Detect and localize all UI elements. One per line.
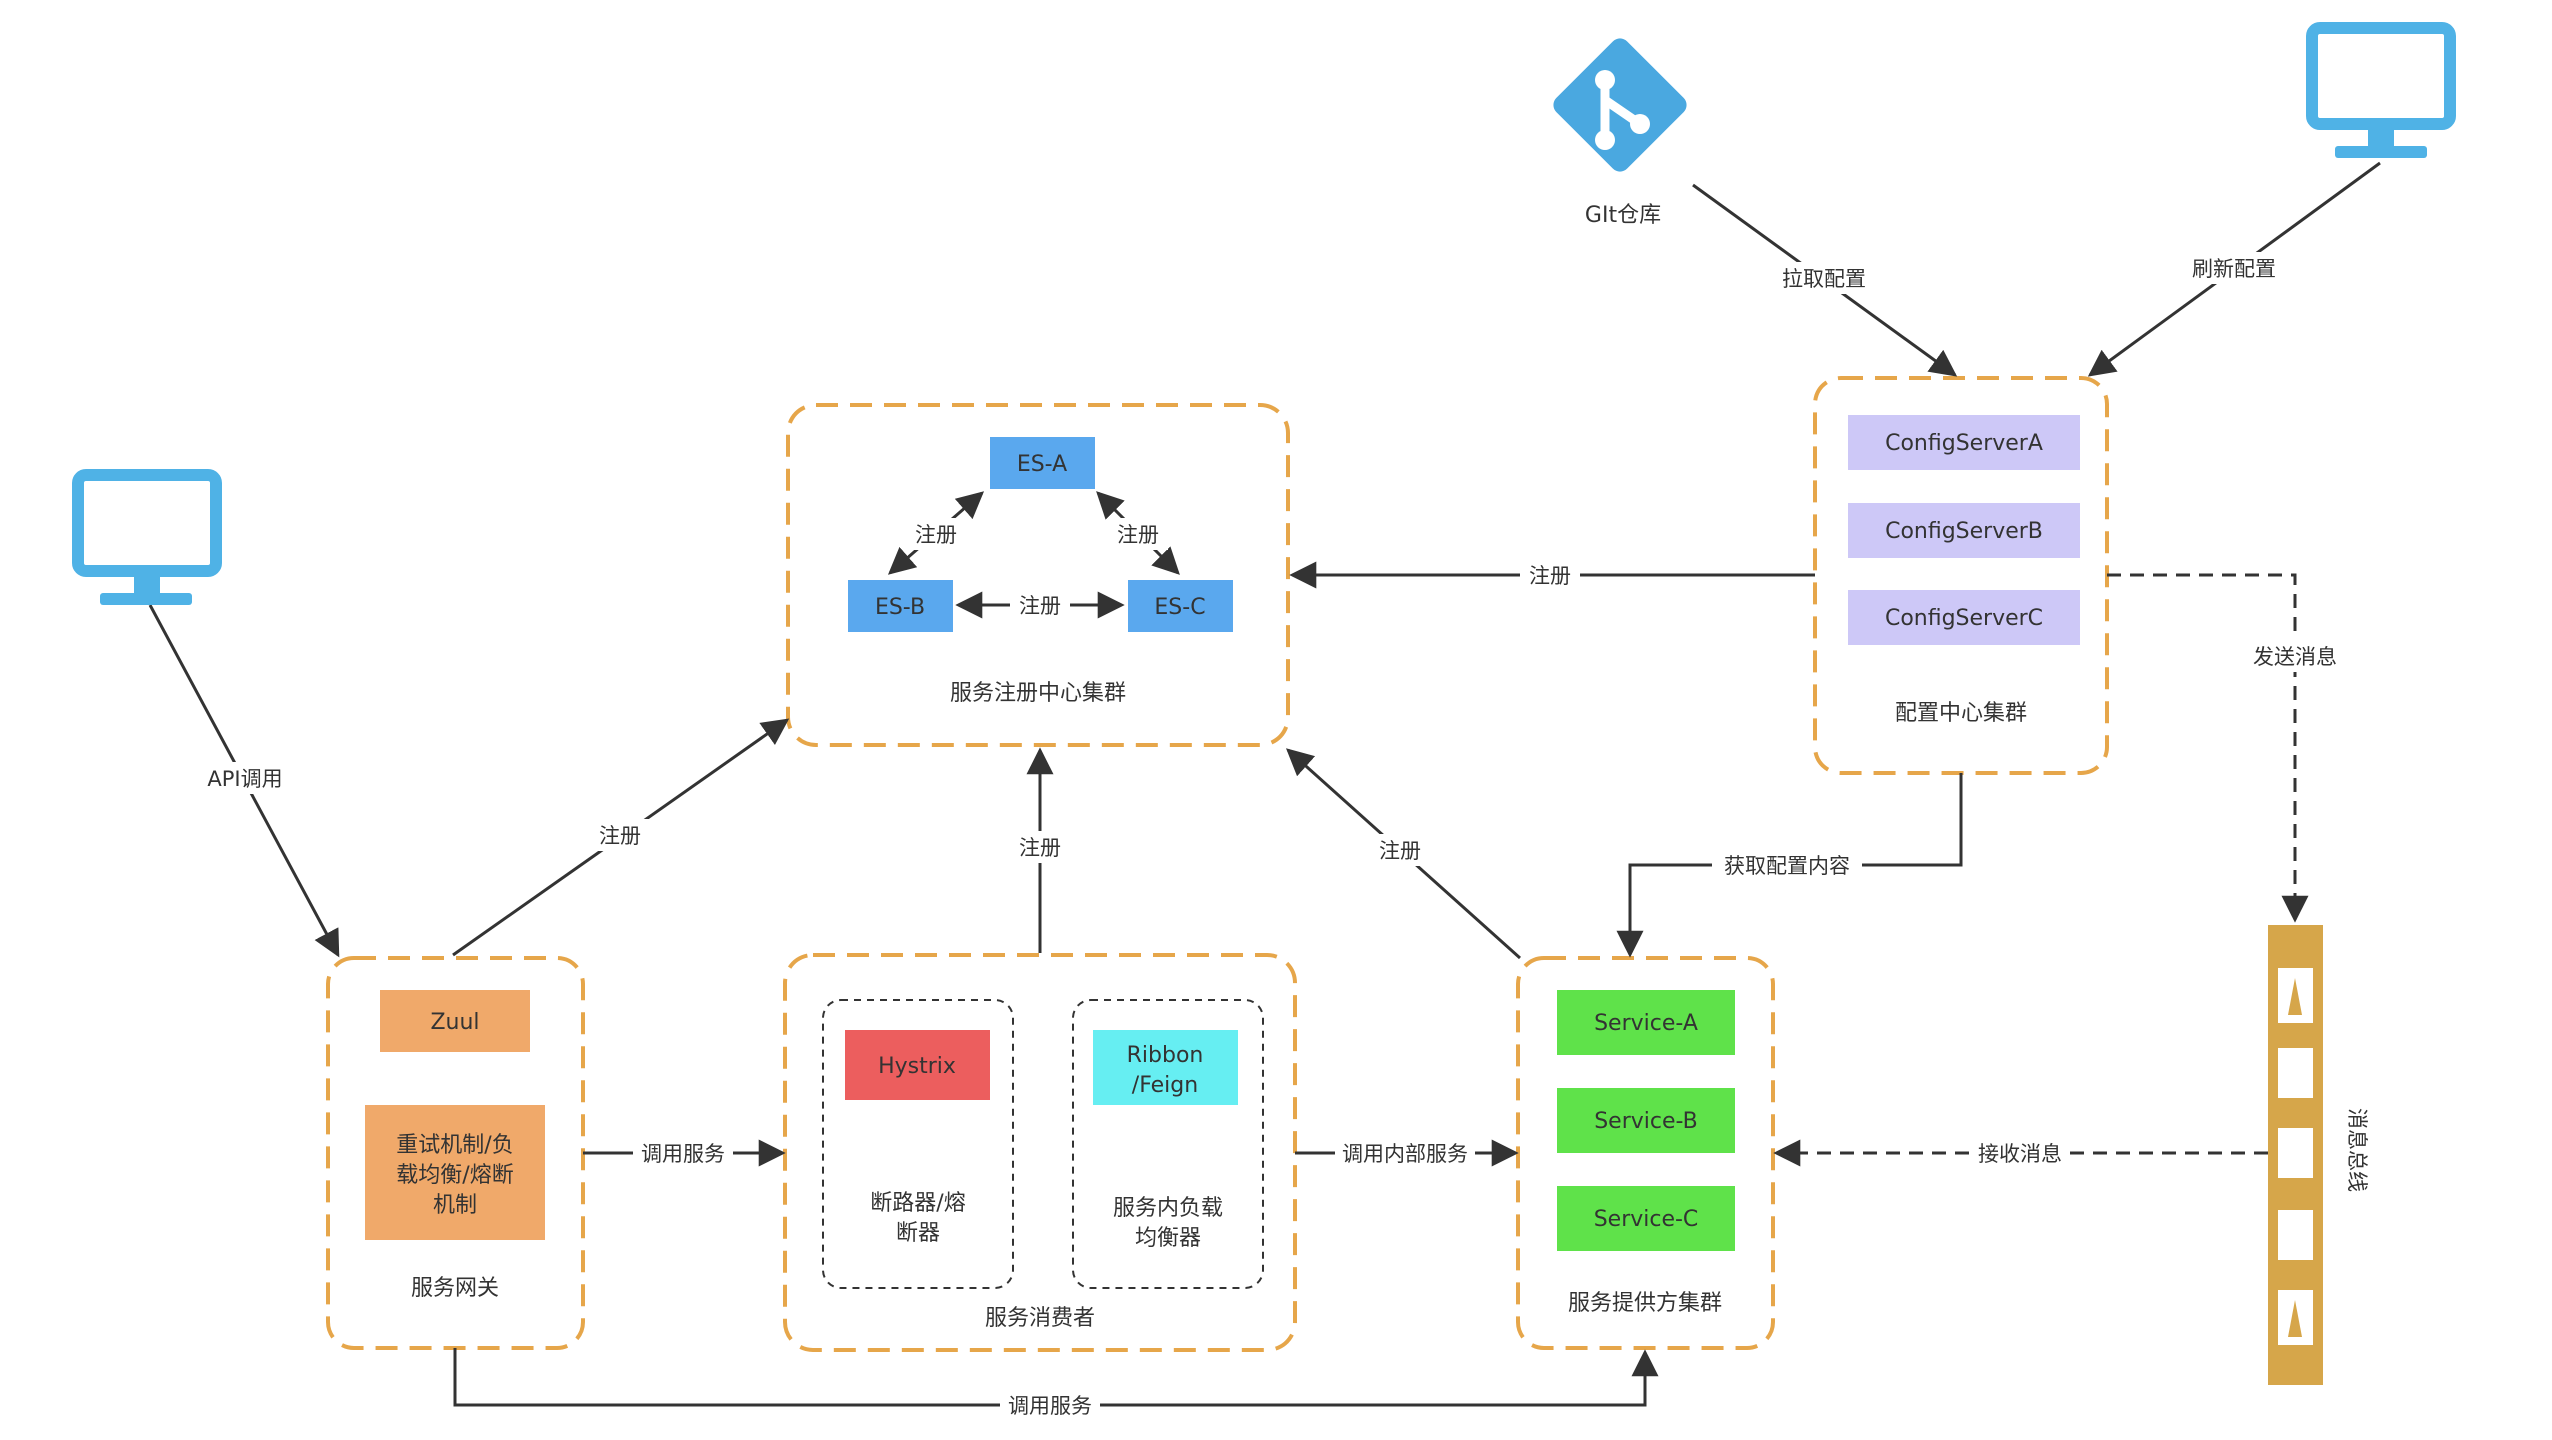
service-c-node[interactable]: Service-C — [1557, 1186, 1735, 1251]
label-config-register: 注册 — [1529, 564, 1571, 588]
svg-text:Hystrix: Hystrix — [878, 1054, 956, 1079]
lb-caption-line2: 均衡器 — [1135, 1226, 1201, 1251]
label-refresh-config: 刷新配置 — [2192, 257, 2276, 281]
message-bus-label: 消息总线 — [2345, 1108, 2369, 1192]
label-call-service-2: 调用服务 — [1008, 1394, 1092, 1418]
label-get-config: 获取配置内容 — [1724, 854, 1850, 878]
svg-text:Service-A: Service-A — [1594, 1011, 1698, 1036]
label-call-service-1: 调用服务 — [641, 1142, 725, 1166]
label-es-bc: 注册 — [1019, 594, 1061, 618]
label-send-message: 发送消息 — [2253, 645, 2337, 669]
label-consumer-register: 注册 — [1019, 836, 1061, 860]
registry-cluster: 服务注册中心集群 — [786, 403, 1290, 747]
svg-text:ES-A: ES-A — [1017, 452, 1067, 477]
config-server-a-node[interactable]: ConfigServerA — [1848, 415, 2080, 470]
retry-mechanism-node[interactable]: 重试机制/负 载均衡/熔断 机制 — [365, 1105, 545, 1240]
svg-text:Service-B: Service-B — [1594, 1109, 1698, 1134]
label-pull-config: 拉取配置 — [1782, 267, 1866, 291]
monitor-icon — [72, 469, 222, 605]
svg-text:ConfigServerC: ConfigServerC — [1885, 606, 2043, 631]
es-a-node[interactable]: ES-A — [990, 437, 1095, 489]
git-label: GIt仓库 — [1585, 203, 1661, 228]
svg-text:机制: 机制 — [433, 1193, 477, 1218]
es-b-node[interactable]: ES-B — [848, 580, 953, 632]
config-server-b-node[interactable]: ConfigServerB — [1848, 503, 2080, 558]
monitor-icon — [2306, 22, 2456, 158]
provider-cluster-label: 服务提供方集群 — [1568, 1291, 1722, 1316]
es-c-node[interactable]: ES-C — [1128, 580, 1233, 632]
service-a-node[interactable]: Service-A — [1557, 990, 1735, 1055]
breaker-subgroup — [822, 999, 1014, 1289]
label-es-ab: 注册 — [915, 523, 957, 547]
label-gateway-register: 注册 — [599, 824, 641, 848]
config-server-c-node[interactable]: ConfigServerC — [1848, 590, 2080, 645]
loadbalancer-subgroup — [1072, 999, 1264, 1289]
label-api-call: API调用 — [207, 767, 282, 791]
svg-text:/Feign: /Feign — [1132, 1073, 1198, 1098]
svg-text:载均衡/熔断: 载均衡/熔断 — [396, 1163, 513, 1188]
breaker-caption-line2: 断器 — [896, 1221, 940, 1246]
label-call-internal: 调用内部服务 — [1342, 1142, 1468, 1166]
svg-text:ES-B: ES-B — [875, 595, 925, 620]
label-provider-register: 注册 — [1379, 839, 1421, 863]
svg-text:Service-C: Service-C — [1594, 1207, 1699, 1232]
service-b-node[interactable]: Service-B — [1557, 1088, 1735, 1153]
breaker-caption-line1: 断路器/熔 — [870, 1191, 965, 1216]
message-bus: 消息总线 — [2268, 925, 2369, 1385]
edge-send-message — [2107, 573, 2309, 923]
registry-cluster-label: 服务注册中心集群 — [950, 681, 1126, 706]
svg-text:Ribbon: Ribbon — [1127, 1043, 1204, 1068]
zuul-node[interactable]: Zuul — [380, 990, 530, 1052]
config-cluster-label: 配置中心集群 — [1895, 701, 2027, 726]
ribbon-feign-node[interactable]: Ribbon /Feign — [1093, 1030, 1238, 1105]
gateway-cluster-label: 服务网关 — [411, 1276, 499, 1301]
consumer-cluster: 服务消费者 — [783, 953, 1297, 1352]
edge-labels: 拉取配置 刷新配置 注册 发送消息 API调用 注册 注册 注册 获取配置内容 … — [195, 252, 2350, 1421]
label-es-ac: 注册 — [1117, 523, 1159, 547]
git-icon: GIt仓库 — [1553, 38, 1687, 228]
svg-text:重试机制/负: 重试机制/负 — [396, 1133, 513, 1158]
lb-caption-line1: 服务内负载 — [1113, 1196, 1223, 1221]
svg-text:ES-C: ES-C — [1154, 595, 1205, 620]
svg-text:ConfigServerB: ConfigServerB — [1885, 519, 2043, 544]
consumer-cluster-label: 服务消费者 — [985, 1306, 1095, 1331]
svg-text:ConfigServerA: ConfigServerA — [1885, 431, 2043, 456]
hystrix-node[interactable]: Hystrix — [845, 1030, 990, 1100]
svg-text:Zuul: Zuul — [430, 1010, 479, 1035]
label-receive-message: 接收消息 — [1978, 1142, 2062, 1166]
